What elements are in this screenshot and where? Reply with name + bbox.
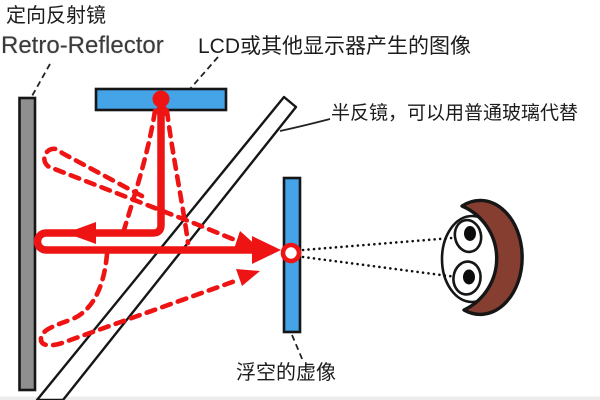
observer-head — [301, 198, 524, 317]
light-beams — [33, 90, 302, 348]
leader-lcd — [189, 56, 219, 90]
image-point — [280, 242, 302, 264]
label-lcd-source: LCD或其他显示器产生的图像 — [198, 35, 472, 58]
beam-cone-left — [121, 108, 158, 233]
leader-virtual-image — [291, 334, 304, 362]
leader-retro-reflector — [31, 63, 51, 97]
label-virtual-image: 浮空的虚像 — [236, 362, 336, 384]
label-retro-reflector-cn: 定向反射镜 — [6, 5, 106, 27]
beam-arrowhead-lower-return — [236, 269, 260, 286]
label-retro-reflector-en: Retro-Reflector — [1, 32, 164, 59]
bottom-edge-line — [0, 396, 600, 400]
source-point — [152, 90, 170, 108]
observer-pupil-top — [464, 226, 476, 241]
label-half-mirror: 半反镜，可以用普通玻璃代替 — [331, 103, 579, 124]
sight-line-upper — [301, 235, 466, 252]
observer-hair — [460, 198, 524, 317]
retro-reflector-bar — [18, 96, 37, 392]
beam-arrowhead-right — [252, 236, 281, 264]
observer-pupil-bottom — [463, 269, 475, 285]
beam-dashed-lower-return — [38, 251, 241, 348]
beam-main — [33, 103, 254, 254]
leader-half-mirror — [279, 118, 331, 132]
beam-cone-right — [164, 108, 191, 246]
source-point-tail — [156, 105, 168, 117]
sight-line-lower — [301, 255, 466, 280]
beam-arrowhead-left — [66, 222, 96, 244]
